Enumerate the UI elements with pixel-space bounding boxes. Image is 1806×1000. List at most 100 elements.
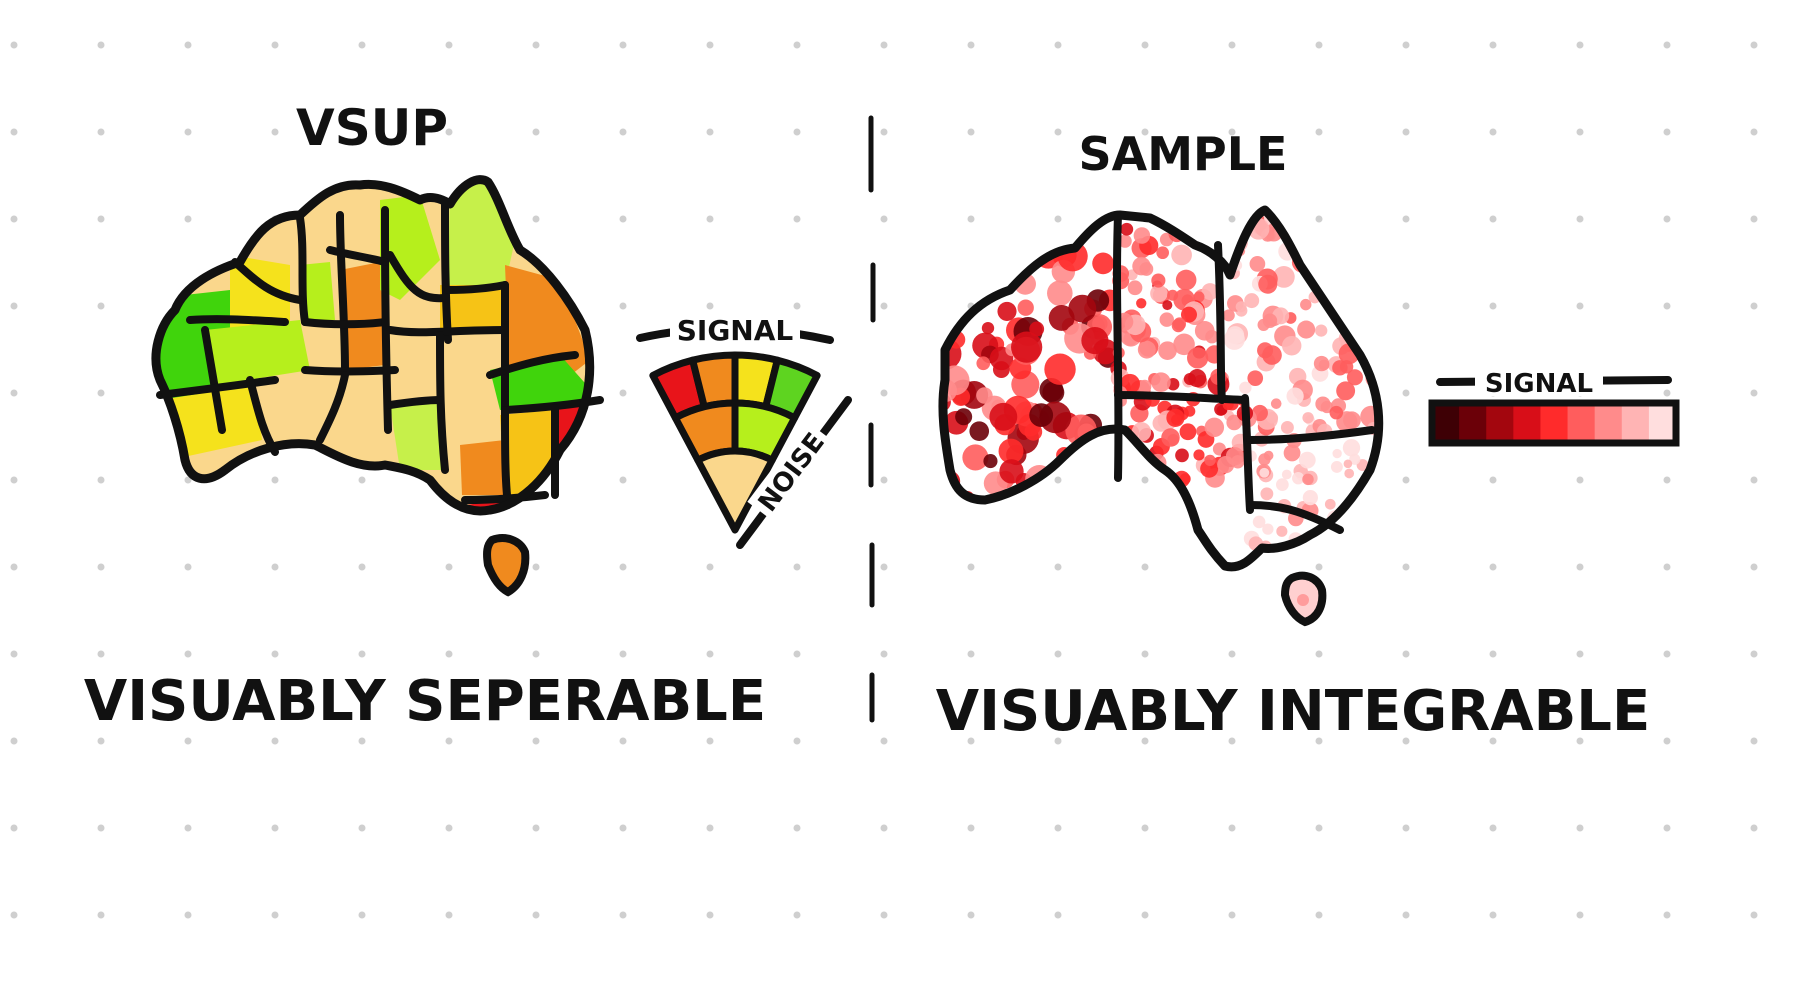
- sample-circle: [1068, 294, 1097, 323]
- grid-dot: [358, 824, 366, 832]
- sample-circle: [1187, 347, 1209, 369]
- sample-circle: [1175, 269, 1197, 291]
- sample-circle: [1193, 449, 1205, 461]
- grid-dot: [10, 824, 18, 832]
- grid-dot: [10, 389, 18, 397]
- sample-circle: [989, 402, 1018, 431]
- sample-circle: [1127, 280, 1143, 296]
- sample-legend-swatch: [1567, 403, 1596, 443]
- grid-dot: [1315, 737, 1323, 745]
- sample-circle: [1006, 242, 1027, 263]
- grid-dot: [1750, 476, 1758, 484]
- grid-dot: [1663, 911, 1671, 919]
- grid-dot: [1750, 737, 1758, 745]
- grid-dot: [1489, 737, 1497, 745]
- sample-region-borders: [1113, 211, 1376, 534]
- sample-circle: [1272, 266, 1295, 288]
- sample-legend-swatch: [1540, 403, 1569, 443]
- sample-circle: [1281, 549, 1299, 567]
- grid-dot: [97, 476, 105, 484]
- sample-circle: [1171, 211, 1188, 228]
- sample-circle: [1138, 379, 1152, 393]
- sample-circle: [1322, 210, 1334, 221]
- sample-legend: SIGNAL: [1428, 362, 1680, 447]
- sample-legend-swatch: [1432, 403, 1460, 443]
- sample-circle: [1292, 472, 1305, 485]
- grid-dot: [706, 911, 714, 919]
- grid-dot: [10, 650, 18, 658]
- grid-dot: [619, 215, 627, 223]
- sample-circle: [1369, 529, 1379, 542]
- grid-dot: [97, 563, 105, 571]
- sample-circle: [1029, 485, 1044, 500]
- grid-dot: [1228, 824, 1236, 832]
- sample-circle: [1339, 233, 1351, 244]
- grid-dot: [1402, 215, 1410, 223]
- sample-circle: [999, 459, 1024, 484]
- sample-circle: [1204, 417, 1225, 438]
- sample-circle: [1136, 298, 1147, 309]
- grid-dot: [1576, 41, 1584, 49]
- sample-circle: [1047, 280, 1073, 306]
- sample-legend-swatch: [1513, 403, 1541, 443]
- grid-dot: [1663, 41, 1671, 49]
- sample-circle: [1172, 317, 1187, 331]
- grid-dot: [1576, 737, 1584, 745]
- grid-dot: [358, 737, 366, 745]
- sample-circle: [1260, 487, 1274, 501]
- grid-dot: [793, 563, 801, 571]
- sample-circle: [1298, 451, 1316, 469]
- grid-dot: [358, 476, 366, 484]
- sample-circle: [1281, 469, 1292, 480]
- grid-dot: [1576, 215, 1584, 223]
- sample-circle: [1128, 459, 1145, 476]
- vsup-legend: SIGNAL NOISE: [636, 312, 852, 549]
- grid-dot: [880, 215, 888, 223]
- grid-dot: [97, 302, 105, 310]
- sample-circle: [1286, 387, 1304, 405]
- grid-dot: [1228, 215, 1236, 223]
- sample-circle: [1291, 550, 1308, 567]
- sample-circle: [1344, 468, 1355, 479]
- legend-signal-label: SIGNAL: [677, 314, 794, 347]
- grid-dot: [1663, 824, 1671, 832]
- grid-dot: [1576, 824, 1584, 832]
- grid-dot: [1228, 128, 1236, 136]
- grid-dot: [184, 650, 192, 658]
- sample-circle: [1266, 411, 1279, 424]
- grid-dot: [532, 911, 540, 919]
- sample-circle: [1175, 448, 1189, 463]
- grid-dot: [793, 302, 801, 310]
- sample-circle: [1184, 405, 1196, 417]
- vsup-legend-cell: [694, 447, 776, 534]
- grid-dot: [1141, 563, 1149, 571]
- sample-circle: [1263, 450, 1274, 461]
- sample-circle: [998, 438, 1024, 464]
- grid-dot: [10, 911, 18, 919]
- grid-dot: [97, 389, 105, 397]
- sample-circle: [1257, 318, 1270, 331]
- grid-dot: [1576, 563, 1584, 571]
- region-sa-orange: [460, 440, 505, 495]
- grid-dot: [1750, 302, 1758, 310]
- sample-circle: [956, 273, 971, 288]
- grid-dot: [880, 650, 888, 658]
- grid-dot: [97, 215, 105, 223]
- grid-dot: [271, 128, 279, 136]
- grid-dot: [1489, 41, 1497, 49]
- grid-dot: [1141, 476, 1149, 484]
- sample-circle: [1235, 301, 1247, 313]
- grid-dot: [1489, 824, 1497, 832]
- sample-circle: [1297, 320, 1316, 339]
- sample-circle: [1196, 228, 1209, 241]
- grid-dot: [184, 563, 192, 571]
- grid-dot: [880, 824, 888, 832]
- sample-circle: [1302, 473, 1314, 486]
- grid-dot: [10, 563, 18, 571]
- sample-circle: [1330, 460, 1343, 473]
- sample-circle: [1354, 525, 1364, 535]
- grid-dot: [445, 41, 453, 49]
- sample-circle: [1193, 291, 1205, 303]
- region-nt-orange: [340, 262, 385, 370]
- sample-circle: [1048, 304, 1075, 331]
